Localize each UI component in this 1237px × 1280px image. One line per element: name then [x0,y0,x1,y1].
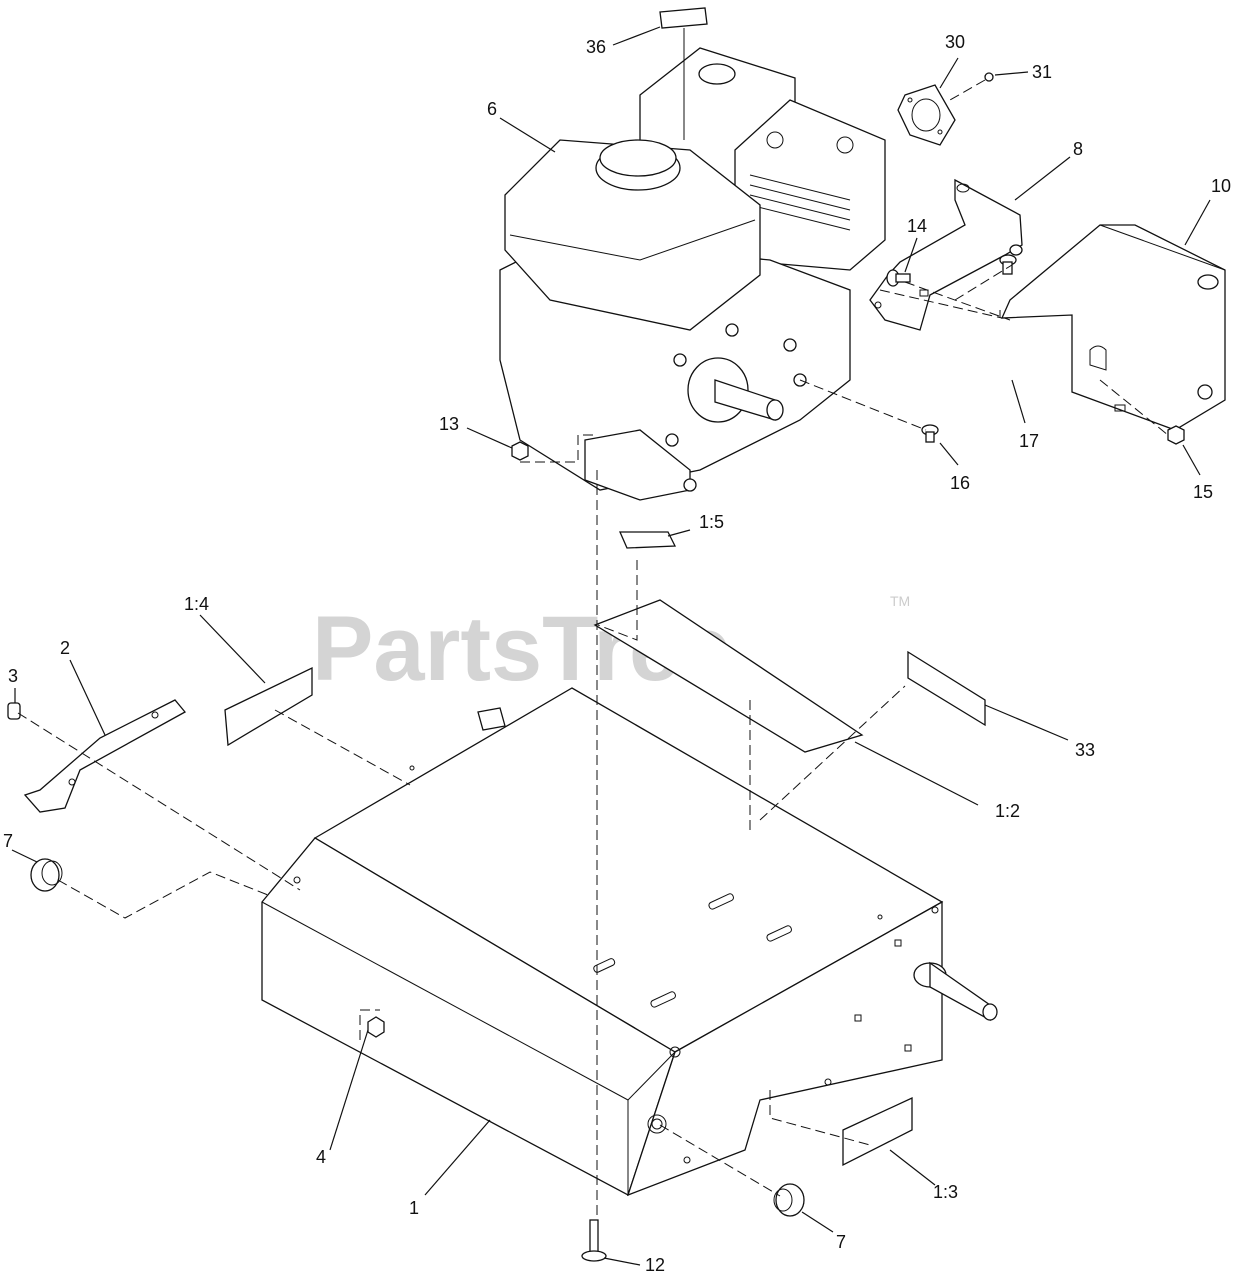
callout-12: 12 [645,1255,665,1275]
nut-13 [511,441,529,461]
callout-10: 10 [1211,176,1231,196]
callout-7-left: 7 [3,831,13,851]
callout-1: 1 [409,1198,419,1218]
callout-1-4: 1:4 [184,594,209,614]
callout-33: 33 [1075,740,1095,760]
bolt-14 [886,269,911,287]
bolt-12 [581,1219,607,1262]
engine [499,47,886,501]
callout-1-5: 1:5 [699,512,724,532]
cover-plate-30 [897,84,956,146]
main-housing [261,687,998,1197]
callout-14: 14 [907,216,927,236]
watermark-trademark: TM [890,593,910,609]
callout-15: 15 [1193,482,1213,502]
decal-33 [907,650,986,727]
callout-4: 4 [316,1147,326,1167]
callout-17: 17 [1019,431,1039,451]
decal-1-4 [224,666,313,747]
callout-31: 31 [1032,62,1052,82]
bushing-7-left [30,858,63,892]
decal-1-2 [593,599,864,753]
decal-36 [659,7,708,29]
decal-1-5 [619,531,677,549]
callout-3: 3 [8,666,18,686]
callout-6: 6 [487,99,497,119]
nut-4 [367,1016,385,1038]
callout-1-3: 1:3 [933,1182,958,1202]
shield-2 [23,699,187,813]
callout-13: 13 [439,414,459,434]
screw-31 [984,72,994,82]
screw-3 [7,702,21,720]
callout-7-right: 7 [836,1232,846,1252]
callout-16: 16 [950,473,970,493]
callout-8: 8 [1073,139,1083,159]
callout-36: 36 [586,37,606,57]
nut-15 [1167,425,1185,445]
bolt-17 [999,254,1017,275]
bracket-8 [869,178,1023,331]
guard-10 [1000,224,1226,431]
callout-1-2: 1:2 [995,801,1020,821]
decal-1-3 [842,1096,913,1167]
bushing-7-right [773,1183,805,1217]
callout-2: 2 [60,638,70,658]
callout-30: 30 [945,32,965,52]
bolt-16 [921,424,939,443]
